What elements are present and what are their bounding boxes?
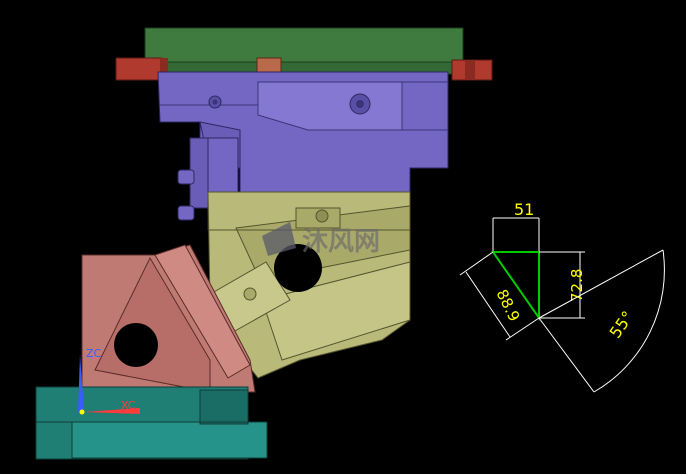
- bolt-hole-icon: [212, 99, 218, 105]
- bolt-hole-icon: [243, 287, 257, 301]
- base-plate[interactable]: [35, 386, 268, 460]
- watermark-text: 沐风网: [302, 227, 380, 257]
- angle-block-bore: [114, 323, 158, 367]
- x-axis-label: XC: [121, 399, 136, 412]
- side-bar-right: [451, 59, 493, 81]
- dim-height: 72.8: [568, 269, 586, 302]
- dim-angle: 55°: [606, 308, 638, 342]
- top-plate[interactable]: [144, 27, 464, 75]
- bolt-hole-icon: [315, 209, 329, 223]
- watermark: 沐风网: [262, 222, 380, 257]
- dim-top-width: 51: [514, 200, 534, 219]
- dimension-sketch[interactable]: 51 88.9 72.8 55°: [459, 200, 665, 393]
- coordinate-axes: ZC XC: [78, 347, 140, 415]
- z-axis-label: ZC: [86, 347, 102, 360]
- jaw-bore: [274, 244, 322, 292]
- side-bar-left: [115, 57, 168, 81]
- green-profile: [491, 251, 540, 322]
- bolt-hole-icon: [356, 100, 364, 108]
- watermark-logo-icon: [262, 222, 296, 256]
